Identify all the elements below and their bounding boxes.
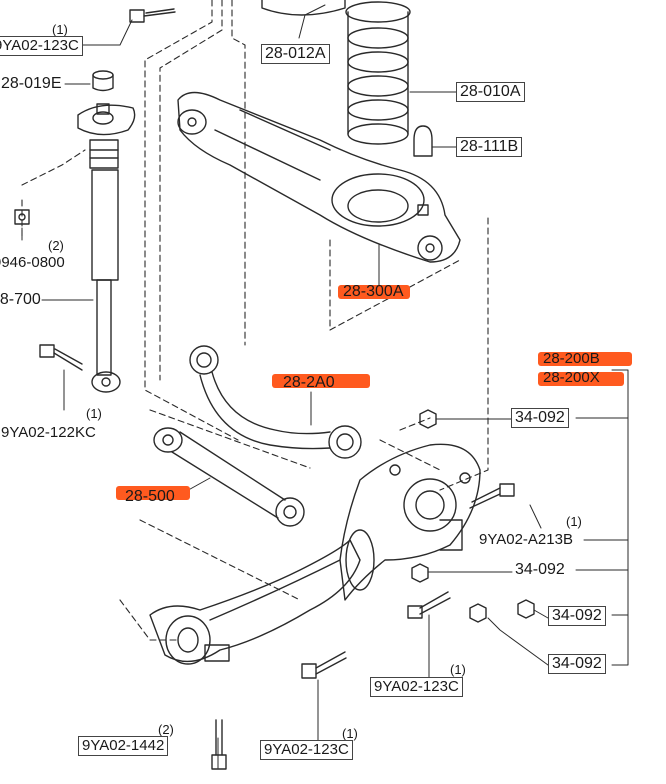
label-nut-a[interactable]: 34-092 [511, 408, 569, 428]
label-bolt-123c-mid[interactable]: 9YA02-123C [370, 677, 463, 697]
label-bolt-123c-bottom[interactable]: 9YA02-123C [260, 740, 353, 760]
qty-bolt-123c-bottom: (1) [342, 726, 358, 741]
lower-control-arm-icon [149, 539, 361, 665]
highlight-trailing-link [116, 486, 190, 500]
label-top-bolt[interactable]: 9YA02-123C [0, 36, 83, 56]
label-bump-stop[interactable]: 28-111B [456, 137, 523, 157]
dashed-guide-lines [21, 0, 489, 641]
shock-bolt-icon [39, 344, 83, 371]
qty-bolt-123c-mid: (1) [450, 662, 466, 677]
label-nut-c[interactable]: 34-092 [548, 606, 606, 626]
top-bolt-icon [129, 8, 176, 23]
shock-absorber-icon [77, 103, 136, 393]
label-nut-left[interactable]: 9946-0800 [0, 254, 65, 271]
coil-spring-icon [345, 1, 411, 145]
lower-arm-icon [177, 91, 461, 263]
mount-rubber-icon [92, 70, 114, 92]
label-mount-rubber[interactable]: 28-019E [1, 75, 62, 92]
label-knuckle-b[interactable]: 28-200B [543, 350, 600, 367]
label-shock-bolt[interactable]: 9YA02-122KC [1, 424, 96, 441]
highlight-knuckle-x [538, 372, 624, 386]
qty-top-bolt: (1) [52, 22, 68, 37]
label-bolt-1442[interactable]: 9YA02-1442 [78, 736, 169, 756]
label-lower-seat[interactable]: 28-012A [261, 44, 330, 64]
highlight-lower-arm [338, 285, 410, 299]
highlight-knuckle-b [538, 352, 632, 366]
bolt-icon [211, 483, 515, 770]
knuckle-icon [339, 443, 481, 601]
label-nut-b[interactable]: 34-092 [515, 561, 565, 578]
label-upper-arm[interactable]: 28-2A0 [283, 374, 335, 391]
label-trailing-link[interactable]: 28-500 [125, 488, 175, 505]
label-nut-d[interactable]: 34-092 [548, 654, 606, 674]
qty-bolt-1442: (2) [158, 722, 174, 737]
highlight-upper-arm [272, 374, 370, 388]
nut-icon [411, 409, 535, 623]
qty-nut-left: (2) [48, 238, 64, 253]
trailing-link-icon [153, 427, 305, 527]
leader-lines [21, 4, 629, 769]
label-bolt-a213[interactable]: 9YA02-A213B [479, 531, 573, 548]
label-knuckle-x[interactable]: 28-200X [543, 369, 600, 386]
label-shock-absorber[interactable]: 28-700 [0, 291, 41, 308]
nut-left-icon [14, 209, 30, 225]
qty-shock-bolt: (1) [86, 406, 102, 421]
upper-seat-icon [261, 0, 346, 16]
bump-stop-icon [413, 125, 433, 157]
upper-arm-icon [189, 345, 362, 459]
label-lower-arm[interactable]: 28-300A [343, 283, 404, 300]
qty-bolt-a213: (1) [566, 514, 582, 529]
label-coil-spring[interactable]: 28-010A [456, 82, 525, 102]
